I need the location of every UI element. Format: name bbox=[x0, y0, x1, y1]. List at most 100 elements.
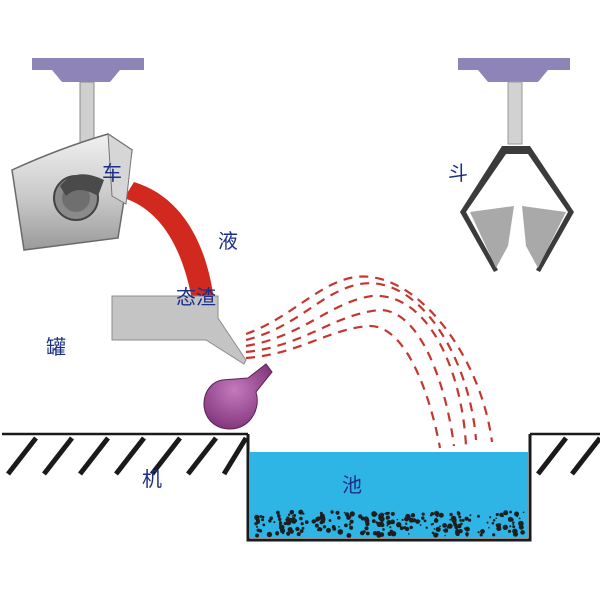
label-chi: 池 bbox=[342, 473, 362, 497]
slag-particle bbox=[382, 528, 385, 531]
slag-particle bbox=[495, 512, 499, 517]
slag-particle bbox=[281, 531, 285, 535]
slag-particle bbox=[298, 509, 304, 515]
slag-particle bbox=[503, 510, 509, 516]
grab-crane-mount bbox=[458, 58, 570, 145]
slag-particle bbox=[518, 520, 524, 527]
slag-particle bbox=[431, 531, 435, 535]
slag-particle bbox=[262, 523, 266, 527]
slag-particle bbox=[453, 522, 458, 527]
slag-particle bbox=[286, 517, 290, 522]
slag-particle bbox=[396, 522, 402, 528]
slag-particle bbox=[514, 511, 520, 517]
slag-particle bbox=[380, 522, 385, 528]
slag-particle bbox=[419, 524, 422, 526]
slag-particle bbox=[372, 531, 378, 536]
slag-particle bbox=[421, 512, 425, 516]
slag-particle bbox=[268, 519, 272, 523]
slag-particle bbox=[293, 514, 297, 517]
granulated-slag-particles bbox=[254, 509, 525, 538]
slag-particle bbox=[254, 514, 260, 521]
slag-particle bbox=[286, 531, 291, 536]
spray-line-5 bbox=[245, 275, 494, 443]
slag-particle bbox=[461, 518, 465, 522]
slag-particle bbox=[344, 512, 350, 517]
slag-particle bbox=[496, 526, 502, 532]
slag-particle bbox=[291, 515, 294, 517]
slag-particle bbox=[488, 526, 490, 529]
slag-particle bbox=[280, 528, 286, 534]
slag-particle bbox=[301, 526, 305, 530]
slag-particle bbox=[335, 510, 340, 515]
ladle-mount-plate bbox=[32, 58, 144, 70]
slag-particle bbox=[507, 529, 512, 533]
slag-particle bbox=[296, 532, 301, 537]
slag-particle bbox=[328, 519, 332, 522]
slag-particle bbox=[259, 530, 261, 532]
ladle-hook bbox=[60, 174, 104, 196]
slag-particle bbox=[273, 521, 276, 524]
slag-particle bbox=[302, 512, 305, 515]
slag-particle bbox=[266, 531, 273, 538]
slag-particle bbox=[326, 527, 331, 533]
slag-particle bbox=[390, 511, 395, 516]
slag-particle bbox=[520, 526, 523, 529]
slag-particle bbox=[317, 516, 321, 520]
slag-particle bbox=[442, 523, 447, 528]
ladle-pot bbox=[11, 133, 133, 251]
slag-particle bbox=[386, 524, 389, 527]
slag-particle bbox=[436, 533, 439, 536]
slag-particle bbox=[457, 512, 460, 516]
slag-particle bbox=[295, 526, 300, 532]
slag-particle bbox=[337, 516, 341, 520]
slag-particle bbox=[509, 525, 512, 528]
slag-particle bbox=[418, 520, 421, 523]
slag-particle bbox=[449, 512, 453, 517]
slag-particle bbox=[371, 519, 376, 523]
slag-particle bbox=[512, 523, 514, 526]
slag-particle bbox=[404, 526, 410, 532]
slag-particle bbox=[344, 523, 348, 528]
slag-particle bbox=[421, 516, 425, 520]
slag-particle bbox=[495, 517, 498, 520]
slag-particle bbox=[443, 528, 449, 533]
slag-particle bbox=[489, 516, 492, 519]
slag-particle bbox=[512, 521, 515, 524]
slag-particle bbox=[457, 523, 462, 529]
slag-particle bbox=[343, 511, 346, 514]
slag-particle bbox=[415, 519, 420, 524]
slag-particle bbox=[379, 532, 385, 537]
slag-particle bbox=[464, 526, 470, 532]
slag-particle bbox=[459, 519, 462, 522]
slag-particle bbox=[276, 532, 279, 536]
slag-particle bbox=[385, 517, 388, 520]
slag-particle bbox=[360, 516, 365, 521]
slag-particle bbox=[362, 530, 366, 534]
slag-particle bbox=[304, 520, 309, 524]
molten-slag-stream bbox=[124, 182, 214, 300]
slag-particle bbox=[491, 522, 495, 525]
slag-particle bbox=[289, 510, 295, 515]
pool-water bbox=[250, 452, 528, 538]
slag-particle bbox=[479, 533, 483, 537]
slag-particle bbox=[390, 531, 397, 537]
slag-particle bbox=[408, 517, 414, 523]
slag-particle bbox=[337, 529, 344, 535]
slag-particle bbox=[269, 516, 274, 520]
slag-particle bbox=[460, 522, 463, 526]
slag-particle bbox=[299, 529, 304, 533]
slag-particle bbox=[444, 534, 446, 537]
slag-particle bbox=[507, 516, 513, 522]
slag-particle bbox=[259, 515, 263, 518]
slag-particle bbox=[261, 515, 265, 519]
grab-mount-bracket bbox=[478, 70, 548, 82]
label-che: 车 bbox=[102, 161, 122, 185]
slag-particle bbox=[435, 526, 441, 532]
slag-particle bbox=[346, 533, 352, 538]
slag-particle bbox=[314, 523, 319, 528]
pool-walls bbox=[246, 434, 532, 542]
label-guan: 罐 bbox=[46, 335, 66, 359]
slag-particle bbox=[378, 531, 381, 534]
slag-particle bbox=[348, 515, 352, 519]
slag-particle bbox=[318, 527, 323, 532]
